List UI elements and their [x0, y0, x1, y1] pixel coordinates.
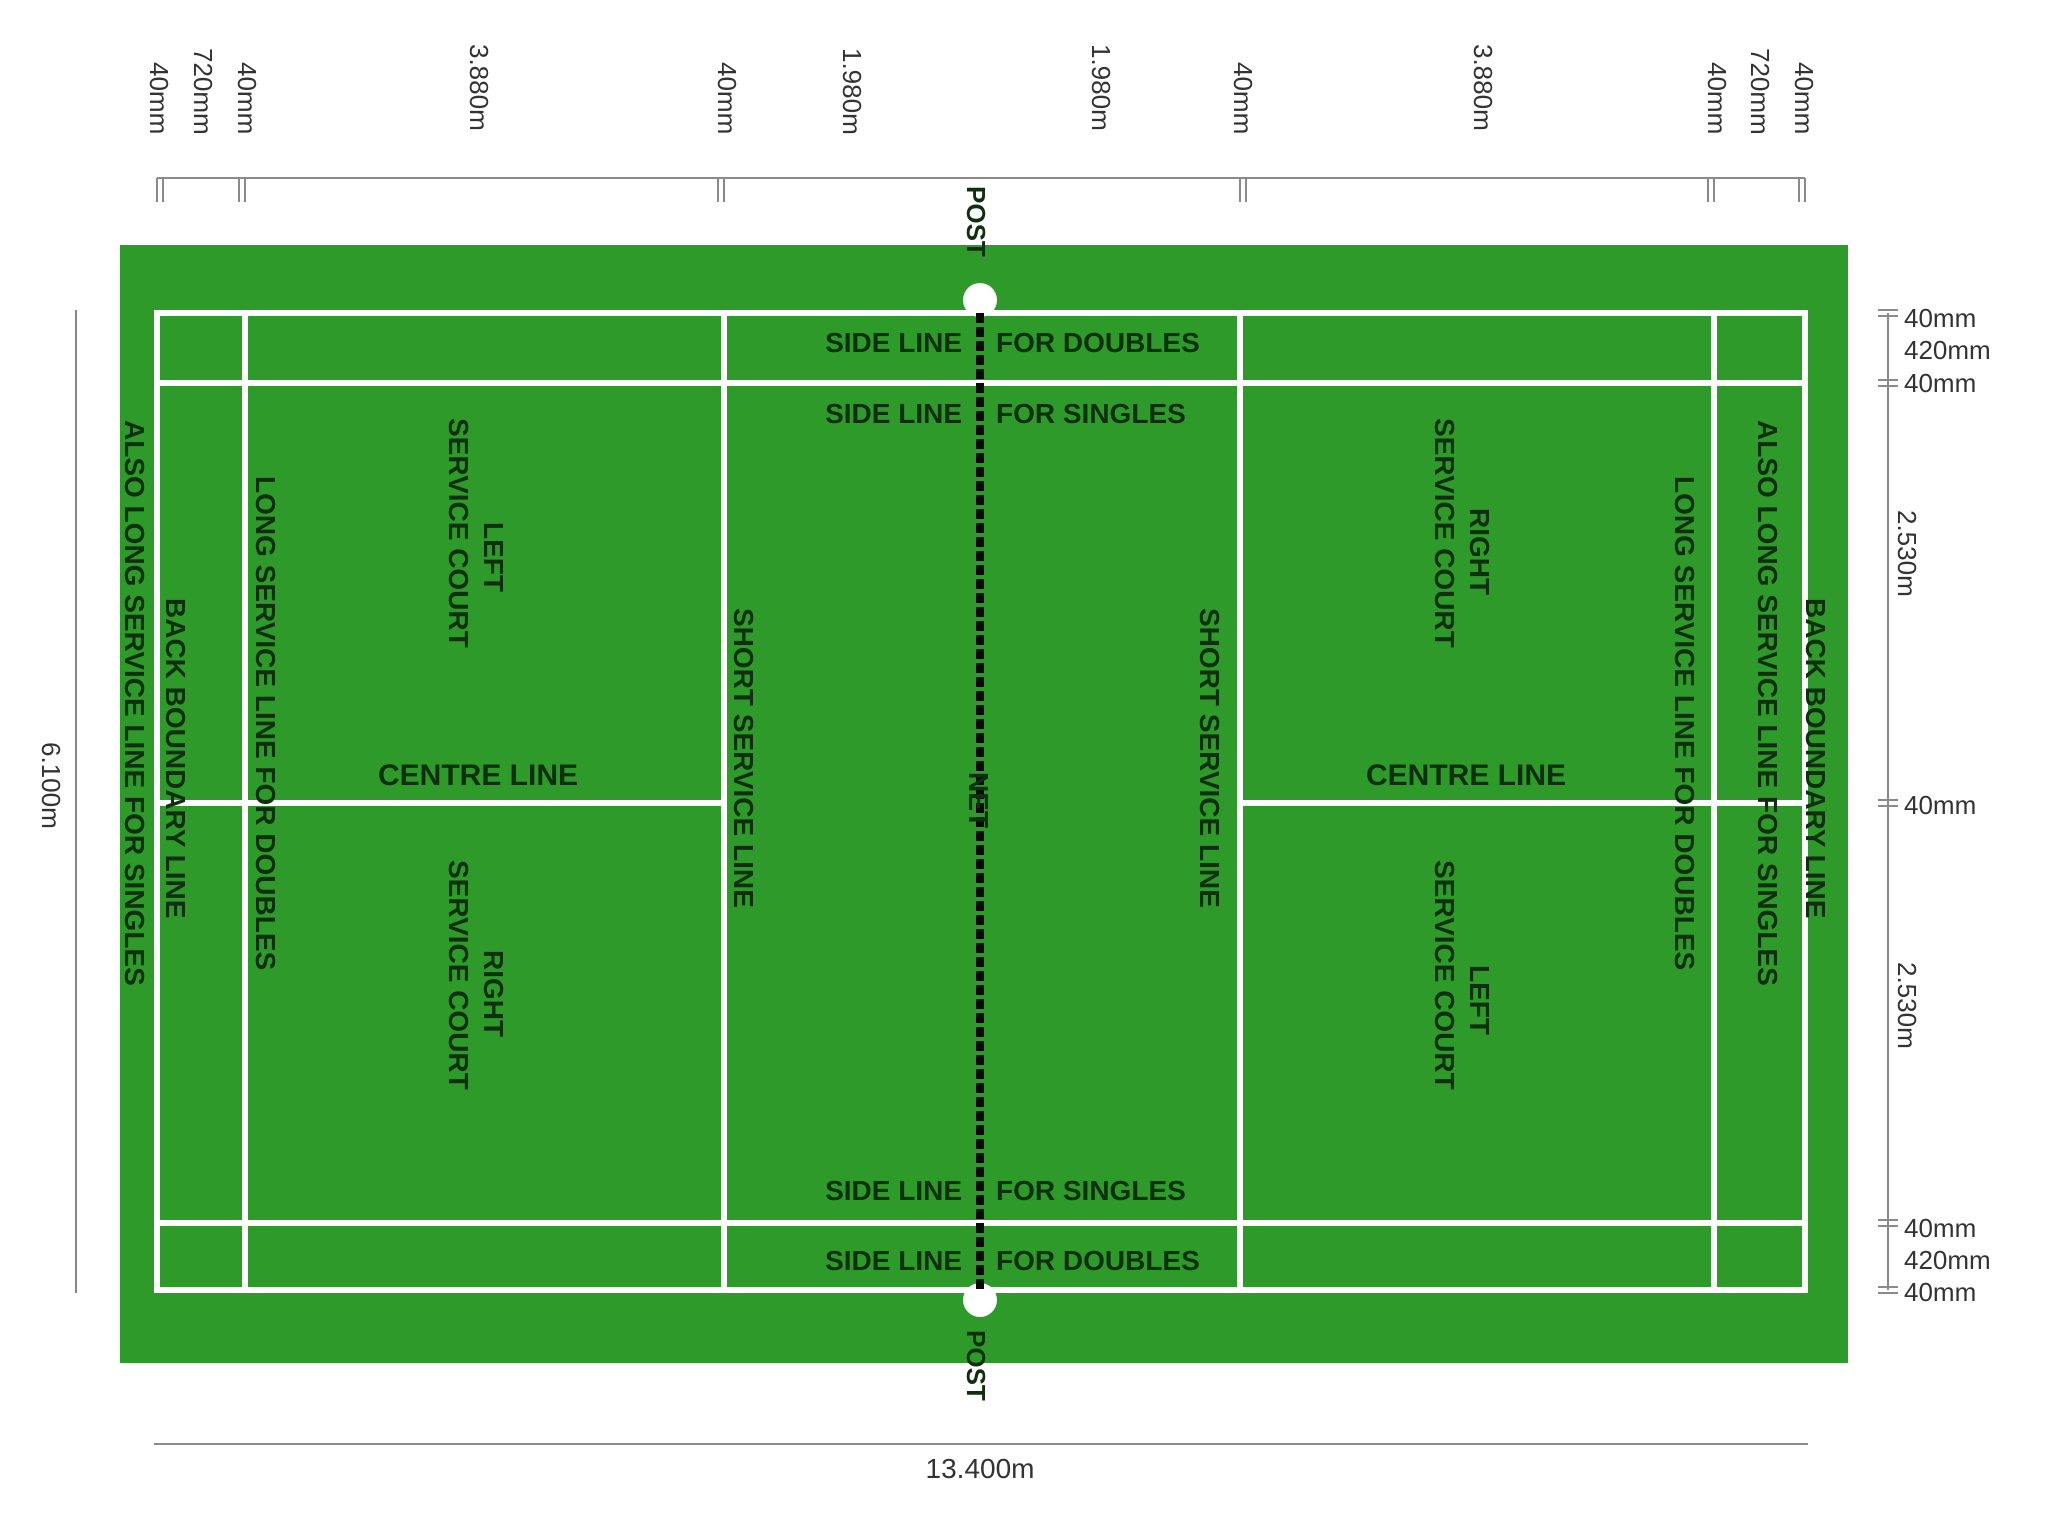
long-service-doubles-right: LONG SERVICE LINE FOR DOUBLES — [1669, 476, 1700, 970]
right-court-upper-service: SERVICE COURT — [1429, 418, 1460, 648]
right-dim-bottom-outer: 40mm — [1904, 1277, 1976, 1307]
side-line-singles-bottom-right: FOR SINGLES — [996, 1175, 1186, 1206]
centre-line-label-left: CENTRE LINE — [378, 759, 578, 792]
right-dim-top-alley: 420mm — [1904, 335, 1991, 365]
right-dimension-line — [1878, 309, 1898, 1294]
right-dim-lower-service: 2.530m — [1892, 962, 1922, 1049]
right-dim-centre: 40mm — [1904, 790, 1976, 820]
top-dim-6: 1.980m — [837, 48, 867, 135]
right-court-lower-service: SERVICE COURT — [443, 860, 474, 1090]
left-court-upper-word: LEFT — [478, 522, 509, 592]
side-line-singles-bottom-left: SIDE LINE — [825, 1175, 962, 1206]
right-dimension-labels: 40mm 420mm 40mm 2.530m 40mm 2.530m 40mm … — [1892, 303, 1991, 1307]
overall-width-label: 13.400m — [926, 1453, 1035, 1484]
side-line-doubles-top-left: SIDE LINE — [825, 327, 962, 358]
top-dim-8: 40mm — [1228, 62, 1258, 134]
top-dim-12: 40mm — [1789, 62, 1819, 134]
side-line-labels: SIDE LINE FOR DOUBLES SIDE LINE FOR SING… — [825, 327, 1200, 1276]
left-court-lower-word: LEFT — [1464, 965, 1495, 1035]
also-long-singles-left: ALSO LONG SERVICE LINE FOR SINGLES — [119, 420, 150, 986]
back-boundary-right: BACK BOUNDARY LINE — [1800, 598, 1831, 918]
top-dimension-labels: 40mm 720mm 40mm 3.880m 40mm 1.980m 1.980… — [144, 44, 1819, 135]
right-dim-upper-service: 2.530m — [1892, 510, 1922, 597]
top-dimension-line — [156, 177, 1806, 202]
centre-line-label-right: CENTRE LINE — [1366, 759, 1566, 792]
net-label: NET — [963, 772, 994, 828]
side-line-doubles-bottom-left: SIDE LINE — [825, 1245, 962, 1276]
right-dim-top-outer: 40mm — [1904, 303, 1976, 333]
post-bottom-marker — [963, 1283, 997, 1317]
top-dim-4: 3.880m — [464, 44, 494, 131]
top-dim-9: 3.880m — [1468, 44, 1498, 131]
top-dim-11: 720mm — [1745, 48, 1775, 135]
side-line-doubles-top-right: FOR DOUBLES — [996, 327, 1200, 358]
long-service-doubles-left: LONG SERVICE LINE FOR DOUBLES — [250, 476, 281, 970]
left-court-upper-service: SERVICE COURT — [443, 418, 474, 648]
back-boundary-left: BACK BOUNDARY LINE — [160, 598, 191, 918]
also-long-singles-right: ALSO LONG SERVICE LINE FOR SINGLES — [1752, 420, 1783, 986]
side-line-doubles-bottom-right: FOR DOUBLES — [996, 1245, 1200, 1276]
top-dim-1: 40mm — [144, 62, 174, 134]
right-dim-bottom-alley: 420mm — [1904, 1245, 1991, 1275]
right-court-upper-word: RIGHT — [1464, 508, 1495, 595]
right-dim-bottom-inner: 40mm — [1904, 1213, 1976, 1243]
post-label-top: POST — [961, 186, 991, 257]
top-dim-10: 40mm — [1702, 62, 1732, 134]
top-dim-5: 40mm — [712, 62, 742, 134]
top-dim-7: 1.980m — [1086, 44, 1116, 131]
side-line-singles-top-right: FOR SINGLES — [996, 398, 1186, 429]
post-label-bottom: POST — [961, 1330, 991, 1401]
short-service-line-right: SHORT SERVICE LINE — [1194, 608, 1225, 908]
top-dim-2: 720mm — [188, 48, 218, 135]
right-dim-top-inner: 40mm — [1904, 368, 1976, 398]
left-court-lower-service: SERVICE COURT — [1429, 860, 1460, 1090]
side-line-singles-top-left: SIDE LINE — [825, 398, 962, 429]
top-dim-3: 40mm — [232, 62, 262, 134]
right-court-lower-word: RIGHT — [478, 950, 509, 1037]
post-top-marker — [963, 283, 997, 317]
short-service-line-left: SHORT SERVICE LINE — [728, 608, 759, 908]
overall-height-label: 6.100m — [36, 742, 66, 829]
